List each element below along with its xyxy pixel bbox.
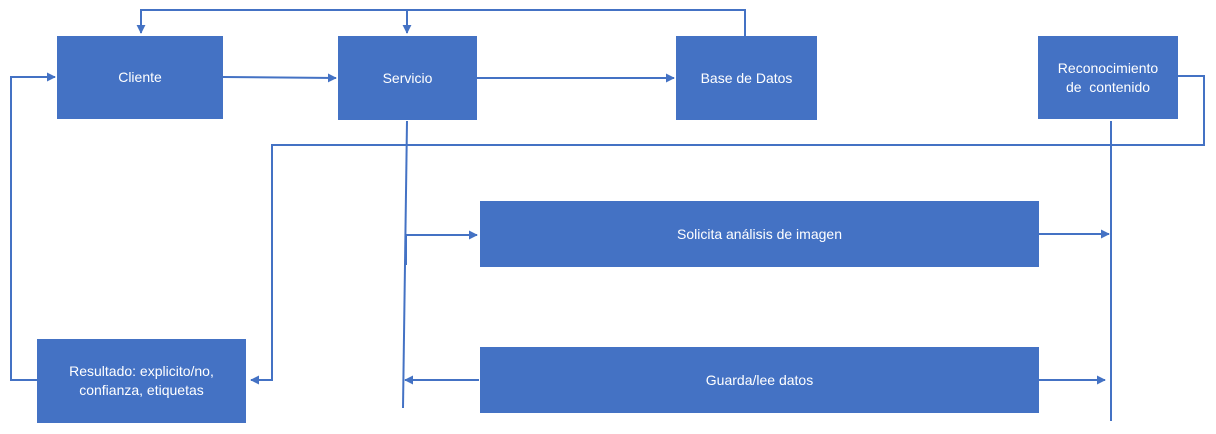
servicio-box: Servicio bbox=[338, 36, 477, 120]
resultado-label-line1: Resultado: explicito/no, bbox=[69, 363, 214, 379]
reconocimiento-label-line1: Reconocimiento bbox=[1057, 59, 1159, 76]
connector-reconocimiento-to-resultado bbox=[250, 75, 1205, 385]
reconocimiento-label-line2: de contenido bbox=[1065, 78, 1151, 95]
solicita-analisis-label: Solicita análisis de imagen bbox=[677, 225, 842, 242]
guarda-lee-label: Guarda/lee datos bbox=[705, 371, 814, 388]
resultado-box: Resultado: explicito/no, confianza, etiq… bbox=[37, 339, 246, 423]
connector-servicio-to-solicita bbox=[405, 230, 478, 265]
solicita-analisis-box: Solicita análisis de imagen bbox=[480, 201, 1039, 267]
cliente-box: Cliente bbox=[57, 36, 223, 119]
connector-bd-to-cliente bbox=[136, 9, 746, 36]
reconocimiento-box: Reconocimiento de contenido bbox=[1038, 36, 1178, 119]
base-de-datos-box: Base de Datos bbox=[676, 36, 817, 120]
servicio-label: Servicio bbox=[382, 69, 433, 86]
base-de-datos-label: Base de Datos bbox=[700, 69, 793, 86]
cliente-label: Cliente bbox=[118, 69, 162, 85]
guarda-lee-box: Guarda/lee datos bbox=[480, 347, 1039, 413]
connector-resultado-to-cliente bbox=[10, 72, 56, 381]
connector-cliente-to-servicio bbox=[222, 73, 337, 83]
resultado-label-line2: confianza, etiquetas bbox=[79, 382, 204, 398]
